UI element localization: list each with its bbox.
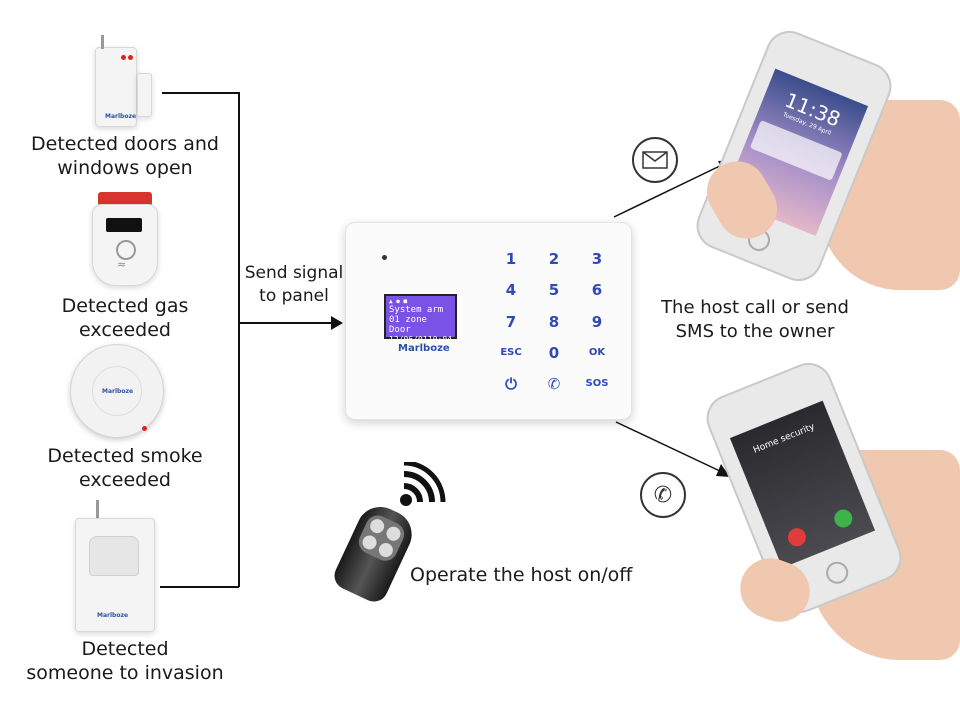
key-0[interactable]: 0	[548, 344, 560, 362]
key-2[interactable]: 2	[548, 250, 560, 268]
key-5[interactable]: 5	[548, 281, 560, 299]
panel-display: ▲ ● ■ System arm 01 zone Door 12/06/01 1…	[384, 294, 457, 344]
connector-line	[160, 586, 239, 588]
caption-line: exceeded	[79, 469, 171, 491]
display-date: 12/06/01	[389, 335, 428, 344]
motion-sensor: Marlboze	[75, 500, 157, 632]
phone-icon: ✆	[640, 472, 686, 518]
display-status: System arm	[389, 305, 444, 315]
door-sensor-magnet	[137, 73, 152, 117]
display-time: 10:04	[427, 335, 452, 344]
connector-line	[162, 92, 239, 94]
caption-line: Detected smoke	[47, 445, 203, 467]
wifi-icon: ≈	[117, 258, 127, 271]
key-sos[interactable]: SOS	[585, 378, 609, 389]
host-label-line: SMS to the owner	[675, 321, 835, 342]
phone-key-icon[interactable]: ✆	[547, 375, 561, 393]
caller-name: Home security	[751, 421, 817, 456]
signal-label-line: to panel	[259, 286, 329, 306]
caption-line: Detected gas	[61, 295, 189, 317]
accept-call-icon[interactable]	[831, 506, 856, 531]
caption-line: exceeded	[79, 319, 171, 341]
key-ok[interactable]: OK	[588, 347, 606, 358]
smoke-detector: Marlboze	[70, 344, 166, 440]
sensor-brand: Marlboze	[105, 113, 137, 120]
sensor-brand: Marlboze	[102, 388, 134, 395]
door-caption: Detected doors and windows open	[20, 132, 230, 180]
connector-line	[238, 92, 240, 587]
smoke-detector-ring	[92, 366, 142, 416]
gas-caption: Detected gas exceeded	[20, 294, 230, 342]
gas-detector-alarm-light	[98, 192, 152, 206]
key-7[interactable]: 7	[505, 313, 517, 331]
motion-sensor-antenna	[96, 500, 99, 520]
gas-detector: ≈	[92, 192, 158, 287]
motion-caption: Detected someone to invasion	[20, 637, 230, 685]
key-1[interactable]: 1	[505, 250, 517, 268]
wifi-icon	[398, 460, 446, 508]
connector-line	[238, 322, 333, 324]
panel-brand: Marlboze	[398, 343, 450, 354]
signal-label-line: Send signal	[244, 263, 344, 283]
remote-label: Operate the host on/off	[410, 564, 633, 586]
panel-led-icon	[382, 255, 387, 260]
lock-icon[interactable]: ⏻	[505, 375, 517, 393]
remote-control	[316, 493, 431, 615]
door-sensor-body	[95, 47, 137, 127]
door-sensor-antenna	[101, 35, 104, 49]
motion-sensor-lens	[89, 536, 139, 576]
signal-status-icon: ▲ ● ■	[389, 298, 408, 305]
gas-detector-display	[106, 218, 142, 232]
led-icon	[128, 55, 133, 60]
host-label-line: The host call or send	[661, 297, 849, 318]
caption-line: Detected doors and	[31, 133, 219, 155]
led-icon	[121, 55, 126, 60]
caption-line: windows open	[57, 157, 193, 179]
key-9[interactable]: 9	[591, 313, 603, 331]
signal-label: Send signal to panel	[240, 262, 348, 308]
key-4[interactable]: 4	[505, 281, 517, 299]
key-esc[interactable]: ESC	[500, 347, 522, 358]
led-icon	[142, 426, 147, 431]
caption-line: someone to invasion	[26, 662, 224, 684]
key-3[interactable]: 3	[591, 250, 603, 268]
key-8[interactable]: 8	[548, 313, 560, 331]
sensor-brand: Marlboze	[97, 612, 129, 619]
display-zone: 01 zone Door	[389, 315, 427, 335]
arrow-head-icon	[331, 316, 343, 330]
door-sensor: Marlboze	[95, 35, 152, 127]
key-6[interactable]: 6	[591, 281, 603, 299]
alarm-control-panel: ▲ ● ■ System arm 01 zone Door 12/06/01 1…	[345, 222, 632, 420]
home-button-icon[interactable]	[822, 558, 852, 588]
sms-arrow-line	[613, 162, 727, 218]
gas-detector-body	[92, 204, 158, 286]
display-datetime: 12/06/01 10:04	[389, 335, 452, 345]
decline-call-icon[interactable]	[785, 525, 809, 549]
envelope-icon	[632, 137, 678, 183]
host-label: The host call or send SMS to the owner	[640, 296, 870, 344]
call-arrow-line	[615, 421, 723, 473]
caption-line: Detected	[81, 638, 169, 660]
smoke-caption: Detected smoke exceeded	[20, 444, 230, 492]
gas-detector-sensor-icon	[116, 240, 136, 260]
